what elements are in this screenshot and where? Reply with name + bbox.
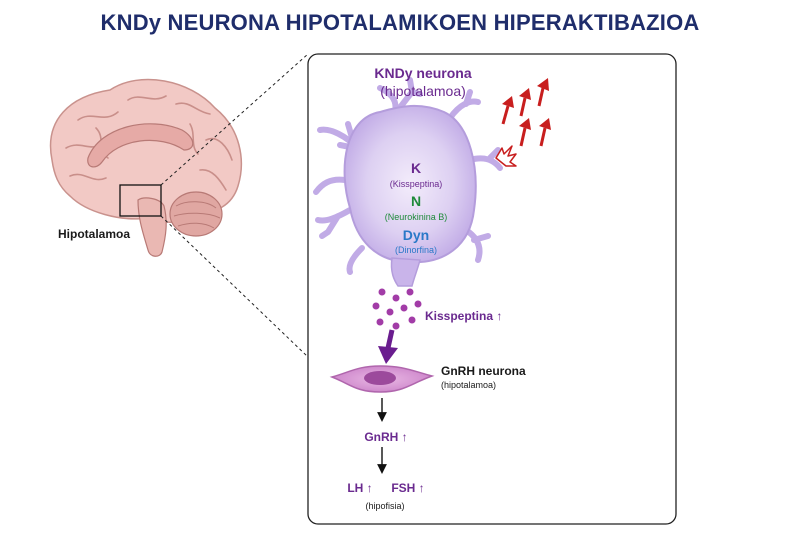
kndy-neuron-location: (hipotalamoa) xyxy=(380,83,466,99)
kisspeptin-dot xyxy=(392,294,400,302)
gnrh-neuron-location: (hipotalamoa) xyxy=(441,380,497,390)
activation-arrow xyxy=(519,88,531,117)
activation-arrow xyxy=(537,78,549,107)
n-name: (Neurokinina B) xyxy=(384,212,448,222)
brainstem xyxy=(137,197,167,257)
gnrh-hormone-label: GnRH ↑ xyxy=(364,430,408,444)
dyn-letter: Dyn xyxy=(402,227,430,243)
kisspeptina-label: Kisspeptina ↑ xyxy=(425,309,503,323)
kndy-neuron-shape xyxy=(313,77,503,287)
brain-illustration xyxy=(49,78,243,257)
kisspeptin-dot xyxy=(372,302,380,310)
hypothalamus-label: Hipotalamoa xyxy=(58,227,131,241)
brain-cortex xyxy=(49,78,243,224)
activation-arrows xyxy=(495,78,551,167)
kisspeptin-dot xyxy=(378,288,386,296)
spark-icon xyxy=(495,145,517,167)
kisspeptin-dot xyxy=(408,316,416,324)
kisspeptin-dot xyxy=(406,288,414,296)
kisspeptin-dots xyxy=(372,288,422,330)
kisspeptin-dot xyxy=(386,308,394,316)
activation-arrow xyxy=(501,96,514,125)
corpus-callosum xyxy=(87,123,194,168)
gnrh-neuron-name: GnRH neurona xyxy=(441,364,526,378)
kndy-neuron-name: KNDy neurona xyxy=(374,65,472,81)
k-name: (Kisspeptina) xyxy=(389,179,443,189)
k-letter: K xyxy=(410,160,422,176)
activation-arrow xyxy=(539,118,551,147)
kisspeptin-dot xyxy=(400,304,408,312)
gnrh-neuron-shape xyxy=(329,365,435,393)
zoom-line-bottom xyxy=(160,215,309,358)
kisspeptin-dot xyxy=(376,318,384,326)
zoom-line-top xyxy=(160,53,309,186)
kisspeptin-arrow xyxy=(378,329,398,364)
hypothalamus-box xyxy=(119,184,162,217)
kisspeptin-dot xyxy=(414,300,422,308)
fsh-label: FSH ↑ xyxy=(391,481,425,495)
n-letter: N xyxy=(410,193,422,209)
activation-arrow xyxy=(519,118,531,147)
kisspeptin-dot xyxy=(392,322,400,330)
lh-label: LH ↑ xyxy=(347,481,373,495)
hipofisia-label: (hipofisia) xyxy=(365,501,405,511)
dyn-name: (Dinorfina) xyxy=(394,245,438,255)
diagram-title: KNDy NEURONA HIPOTALAMIKOEN HIPERAKTIBAZ… xyxy=(100,10,700,35)
cerebellum xyxy=(169,191,223,237)
